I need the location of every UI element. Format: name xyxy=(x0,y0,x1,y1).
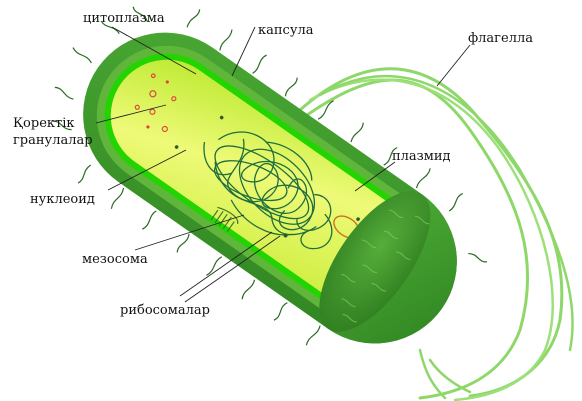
label-granules-line2: гранулалар xyxy=(13,133,93,148)
label-flagella: флагелла xyxy=(468,31,533,46)
label-ribosomes: рибосомалар xyxy=(120,303,210,318)
label-capsule: капсула xyxy=(258,23,314,38)
label-mesosome: мезосома xyxy=(82,252,148,267)
label-plasmid: плазмид xyxy=(392,149,451,164)
label-nucleoid: нуклеоид xyxy=(30,192,95,207)
label-granules-line1: Қоректік xyxy=(13,116,75,131)
label-cytoplasm: цитоплазма xyxy=(83,11,165,26)
